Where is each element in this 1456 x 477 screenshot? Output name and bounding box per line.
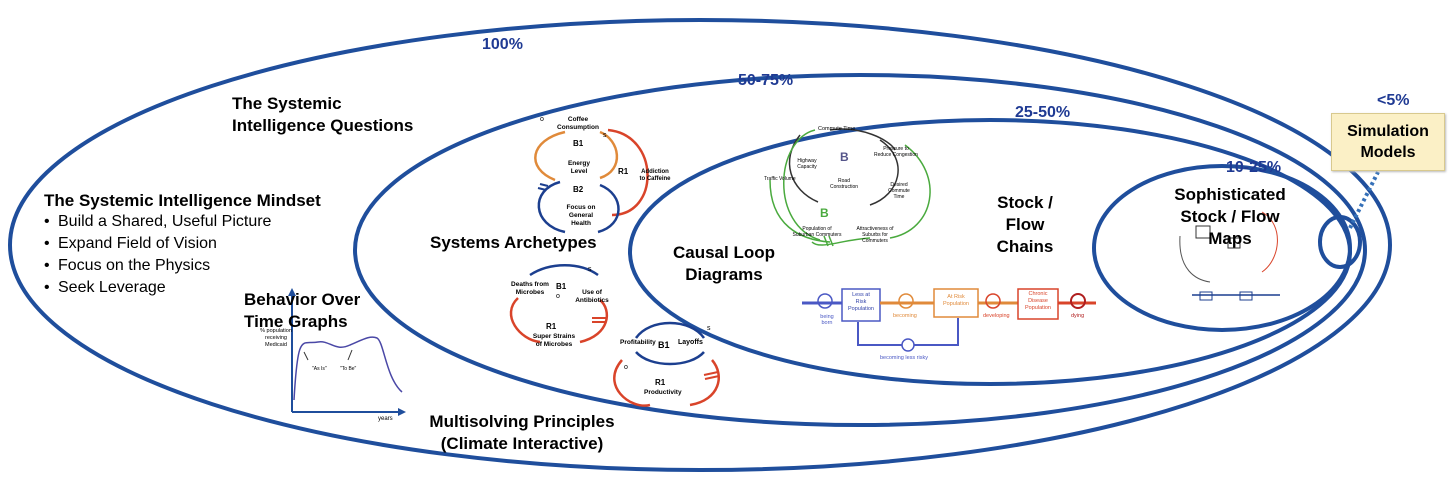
mindset-item: Seek Leverage <box>44 277 271 299</box>
stock-flow-line2: Flow <box>1005 215 1045 234</box>
cld-b-bottom: B <box>820 206 829 220</box>
bot-x-label: years <box>378 416 393 422</box>
cld-traffic: Traffic Volume <box>764 176 796 182</box>
simulation-line2: Models <box>1360 144 1416 161</box>
microbes-r1: R1 <box>546 322 557 331</box>
bot-label: Behavior Over Time Graphs <box>244 289 360 333</box>
sophisticated-line1: Sophisticated <box>1174 185 1286 204</box>
bot-as-is: "As Is" <box>312 366 327 372</box>
simulation-pointer-line <box>1348 171 1380 229</box>
mindset-title: The Systemic Intelligence Mindset <box>44 191 321 210</box>
multisolving-label: Multisolving Principles (Climate Interac… <box>420 411 624 455</box>
stock-flow-label: Stock / Flow Chains <box>972 192 1078 258</box>
pct-25-50: 25-50% <box>1015 104 1071 121</box>
coffee-o: o <box>540 116 544 123</box>
coffee-s: s <box>603 132 607 139</box>
coffee-b1: B1 <box>573 139 584 148</box>
layoffs-b1: B1 <box>658 340 670 350</box>
stock-flow-line1: Stock / <box>997 193 1053 212</box>
mindset-list: Build a Shared, Useful Picture Expand Fi… <box>44 211 271 299</box>
archetypes-label: Systems Archetypes <box>430 233 597 252</box>
bot-line1: Behavior Over <box>244 290 361 309</box>
coffee-archetype <box>534 128 649 234</box>
layoffs-productivity: Productivity <box>644 389 682 396</box>
layoffs-o: o <box>624 364 628 371</box>
sophisticated-map <box>1179 211 1280 301</box>
cld-label: Causal Loop Diagrams <box>664 242 784 286</box>
stock-flow-line3: Chains <box>996 237 1054 256</box>
layoffs-s: s <box>707 325 711 332</box>
ellipse-50-75 <box>353 73 1367 427</box>
microbes-b1: B1 <box>556 282 567 291</box>
multisolving-line2: (Climate Interactive) <box>440 434 604 453</box>
multisolving-line1: Multisolving Principles <box>429 412 615 431</box>
ellipse-10-25 <box>1092 164 1352 332</box>
coffee-r1: R1 <box>618 167 629 176</box>
layoffs-r1: R1 <box>655 378 666 387</box>
questions-line2: Intelligence Questions <box>232 116 414 135</box>
layoffs-profitability: Profitability <box>620 339 656 346</box>
ellipse-5 <box>1318 215 1362 269</box>
simulation-line1: Simulation <box>1347 123 1429 140</box>
sf-becoming-less: becoming less risky <box>880 355 928 361</box>
bot-to-be: "To Be" <box>340 366 357 372</box>
layoffs-layoffs: Layoffs <box>678 339 703 346</box>
questions-label: The Systemic Intelligence Questions <box>232 93 413 137</box>
cld-b-top: B <box>840 150 849 164</box>
coffee-b2: B2 <box>573 185 584 194</box>
questions-line1: The Systemic <box>232 94 342 113</box>
sophisticated-label: Sophisticated Stock / Flow Maps <box>1160 184 1300 250</box>
ellipse-100 <box>8 18 1392 472</box>
mindset-item: Focus on the Physics <box>44 255 271 277</box>
pct-50-75: 50-75% <box>738 72 794 89</box>
cld-label-line1: Causal Loop <box>672 243 775 262</box>
bot-graph <box>288 288 406 416</box>
bot-line2: Time Graphs <box>244 312 348 331</box>
cld-label-line2: Diagrams <box>685 265 763 284</box>
cld-commute-time: Commute Time <box>818 126 856 132</box>
layoffs-archetype <box>613 321 720 407</box>
sf-dying: dying <box>1071 313 1085 319</box>
sf-becoming: becoming <box>893 313 917 319</box>
mindset-item: Expand Field of Vision <box>44 233 271 255</box>
microbes-s: s <box>588 266 592 273</box>
simulation-models-box: Simulation Models <box>1331 113 1445 171</box>
sophisticated-line2: Stock / Flow <box>1180 207 1280 226</box>
stock-flow-chain <box>802 288 1096 352</box>
pct-100: 100% <box>482 36 523 53</box>
cld-graph <box>769 128 931 247</box>
sophisticated-line3: Maps <box>1208 229 1252 248</box>
sf-developing: developing <box>983 313 1010 319</box>
pct-5: <5% <box>1377 92 1410 109</box>
microbes-o: o <box>556 293 560 300</box>
mindset-item: Build a Shared, Useful Picture <box>44 211 271 233</box>
microbes-archetype <box>509 264 609 344</box>
pct-10-25: 10-25% <box>1226 159 1282 176</box>
